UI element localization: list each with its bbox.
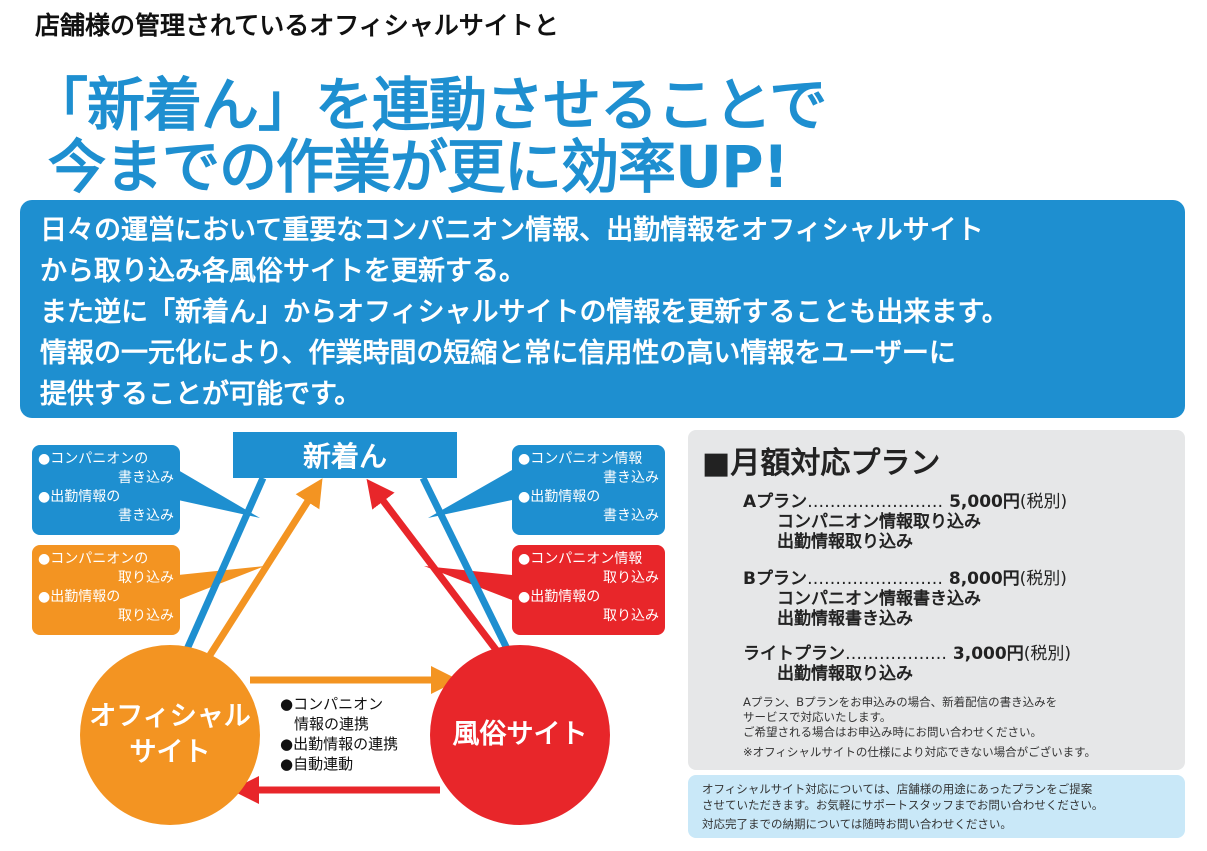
callout-text: 書き込み bbox=[603, 470, 659, 486]
plan-name: Bプラン bbox=[743, 569, 807, 589]
headline-line-2: 今までの作業が更に効率UP! bbox=[48, 133, 789, 201]
intro-line: 日々の運営において重要なコンパニオン情報、出勤情報をオフィシャルサイト bbox=[40, 215, 984, 246]
plan-dots: …………………… bbox=[807, 492, 944, 512]
plan-title: ■月額対応プラン bbox=[702, 446, 941, 481]
headline-line-1: 「新着ん」を連動させることで bbox=[30, 71, 827, 139]
support-line: 対応完了までの納期については随時お問い合わせください。 bbox=[702, 817, 1012, 831]
intro-line: 情報の一元化により、作業時間の短縮と常に信用性の高い情報をユーザーに bbox=[40, 338, 956, 369]
intro-box: 日々の運営において重要なコンパニオン情報、出勤情報をオフィシャルサイト から取り… bbox=[20, 200, 1185, 418]
callout-text: ●コンパニオンの bbox=[38, 451, 149, 467]
callout-text: 取り込み bbox=[118, 608, 174, 624]
official-site-circle: オフィシャルサイト bbox=[80, 645, 260, 825]
feature-text: ●自動連動 bbox=[280, 755, 354, 773]
callout-text: ●コンパニオン情報 bbox=[518, 451, 643, 467]
plan-tax: (税別) bbox=[1023, 644, 1071, 664]
plan-detail: 出勤情報取り込み bbox=[777, 532, 913, 552]
callout-pointer bbox=[178, 566, 265, 600]
callout-text: 書き込み bbox=[118, 470, 174, 486]
plan-detail: 出勤情報取り込み bbox=[777, 664, 913, 684]
plan-name: ライトプラン bbox=[743, 644, 845, 664]
plan-price: 8,000円 bbox=[948, 569, 1020, 589]
callout-right-write: ●コンパニオン情報 書き込み ●出勤情報の 書き込み bbox=[512, 445, 665, 535]
callout-right-import: ●コンパニオン情報 取り込み ●出勤情報の 取り込み bbox=[512, 545, 665, 635]
callout-text: ●出勤情報の bbox=[38, 589, 121, 605]
sync-features: ●コンパニオン 情報の連携 ●出勤情報の連携 ●自動連動 bbox=[280, 694, 398, 774]
plan-dots: ……………… bbox=[845, 644, 947, 664]
hub-newchakun: 新着ん bbox=[233, 432, 457, 478]
callout-left-import: ●コンパニオンの 取り込み ●出勤情報の 取り込み bbox=[32, 545, 180, 635]
callout-pointer bbox=[428, 470, 512, 518]
plan-dots: …………………… bbox=[806, 569, 943, 589]
plan-tax: (税別) bbox=[1019, 569, 1067, 589]
callout-text: 取り込み bbox=[603, 608, 659, 624]
plan-price: 5,000円 bbox=[949, 492, 1020, 512]
callout-text: 書き込み bbox=[603, 508, 659, 524]
callout-left-write: ●コンパニオンの 書き込み ●出勤情報の 書き込み bbox=[32, 445, 180, 535]
callout-text: ●出勤情報の bbox=[38, 489, 121, 505]
feature-text: ●出勤情報の連携 bbox=[280, 735, 399, 753]
note-line: サービスで対応いたします。 bbox=[743, 710, 892, 724]
intro-line: また逆に「新着ん」からオフィシャルサイトの情報を更新することも出来ます。 bbox=[40, 297, 1009, 328]
callout-pointer bbox=[424, 566, 512, 600]
callout-text: 取り込み bbox=[118, 570, 174, 586]
intro-line: 提供することが可能です。 bbox=[40, 379, 362, 410]
plan-a: Aプラン…………………… 5,000円(税別) コンパニオン情報取り込み 出勤情… bbox=[743, 487, 1067, 552]
plan-tax: (税別) bbox=[1019, 492, 1068, 512]
top-line: 店舗様の管理されているオフィシャルサイトと bbox=[35, 11, 559, 40]
caution-note: ※オフィシャルサイトの仕様により対応できない場合がございます。 bbox=[743, 745, 1097, 759]
intro-line: から取り込み各風俗サイトを更新する。 bbox=[40, 256, 526, 287]
callout-text: ●出勤情報の bbox=[518, 589, 601, 605]
diagram-arrows bbox=[172, 470, 522, 804]
arrow-hub-to-official bbox=[172, 476, 267, 678]
feature-text: 情報の連携 bbox=[294, 715, 370, 733]
circle-label: オフィシャル bbox=[89, 701, 251, 732]
circle-label: サイト bbox=[129, 737, 211, 768]
callout-text: 取り込み bbox=[603, 570, 659, 586]
callout-text: ●出勤情報の bbox=[518, 489, 601, 505]
plan-detail: コンパニオン情報取り込み bbox=[777, 512, 981, 532]
plan-detail: 出勤情報書き込み bbox=[777, 609, 913, 629]
arrow-fuzoku-to-hub bbox=[366, 478, 503, 658]
feature-text: ●コンパニオン bbox=[280, 695, 384, 713]
plan-panel: ■月額対応プラン Aプラン…………………… 5,000円(税別) コンパニオン情… bbox=[688, 430, 1185, 770]
fuzoku-site-circle: 風俗サイト bbox=[430, 645, 610, 825]
note-line: Aプラン、Bプランをお申込みの場合、新着配信の書き込みを bbox=[743, 695, 1058, 709]
support-line: オフィシャルサイト対応については、店舗様の用途にあったプランをご提案 bbox=[702, 782, 1093, 796]
plan-price: 3,000円 bbox=[952, 644, 1024, 664]
callout-text: ●コンパニオン情報 bbox=[518, 551, 643, 567]
arrow-hub-to-fuzoku bbox=[419, 476, 522, 678]
support-box: オフィシャルサイト対応については、店舗様の用途にあったプランをご提案 させていた… bbox=[688, 775, 1185, 838]
plan-b: Bプラン…………………… 8,000円(税別) コンパニオン情報書き込み 出勤情… bbox=[743, 564, 1067, 629]
plan-detail: コンパニオン情報書き込み bbox=[777, 589, 981, 609]
callout-text: ●コンパニオンの bbox=[38, 551, 149, 567]
arrow-official-to-hub bbox=[207, 478, 323, 657]
callout-text: 書き込み bbox=[118, 508, 174, 524]
note-line: ご希望される場合はお申込み時にお問い合わせください。 bbox=[743, 725, 1042, 739]
plan-notes: Aプラン、Bプランをお申込みの場合、新着配信の書き込みを サービスで対応いたしま… bbox=[743, 695, 1096, 760]
plan-light: ライトプラン……………… 3,000円(税別) 出勤情報取り込み bbox=[743, 639, 1071, 684]
support-line: させていただきます。お気軽にサポートスタッフまでお問い合わせください。 bbox=[702, 798, 1104, 812]
callout-pointer bbox=[178, 470, 260, 518]
circle-label: 風俗サイト bbox=[452, 719, 588, 750]
plan-name: Aプラン bbox=[743, 492, 808, 512]
